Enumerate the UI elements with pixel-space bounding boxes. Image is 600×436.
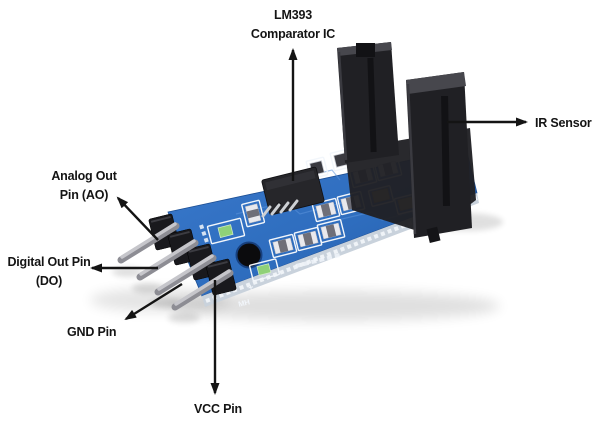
left-tower-slit: [367, 57, 377, 153]
header-pin-ao: [117, 222, 180, 264]
mounting-hole: [235, 241, 263, 269]
label-ir-sensor: IR Sensor: [535, 116, 592, 130]
silkscreen-plus: +: [247, 282, 255, 293]
led-indicator: [248, 258, 281, 282]
arrow-gnd: [124, 282, 183, 321]
lm393-chip: [261, 166, 325, 216]
label-digital-out-line1: Digital Out Pin: [7, 255, 91, 269]
led-indicator: [206, 217, 246, 245]
label-vcc: VCC Pin: [194, 402, 242, 416]
ir-slot-sensor: [337, 42, 476, 244]
label-analog-out: Analog Out Pin (AO): [24, 167, 144, 205]
label-analog-out-line2: Pin (AO): [59, 188, 109, 202]
silkscreen-mh: MH: [237, 297, 251, 309]
label-lm393: LM393 Comparator IC: [203, 6, 383, 44]
label-gnd: GND Pin: [67, 325, 117, 339]
right-tower-slit: [441, 95, 450, 207]
lm393-chip-legs: [261, 199, 299, 218]
label-digital-out-line2: (DO): [35, 274, 63, 288]
annotation-arrows: [90, 48, 528, 395]
header-pin-gnd: [154, 254, 217, 296]
label-analog-out-line1: Analog Out: [51, 169, 117, 183]
label-digital-out: Digital Out Pin (DO): [2, 253, 96, 291]
label-lm393-line1: LM393: [274, 8, 312, 22]
arrow-analog-out: [116, 196, 159, 241]
silkscreen-marks: MH +: [199, 224, 341, 309]
label-lm393-line2: Comparator IC: [250, 27, 336, 41]
header-pin-vcc: [171, 269, 234, 311]
left-tower-notch: [356, 43, 375, 57]
